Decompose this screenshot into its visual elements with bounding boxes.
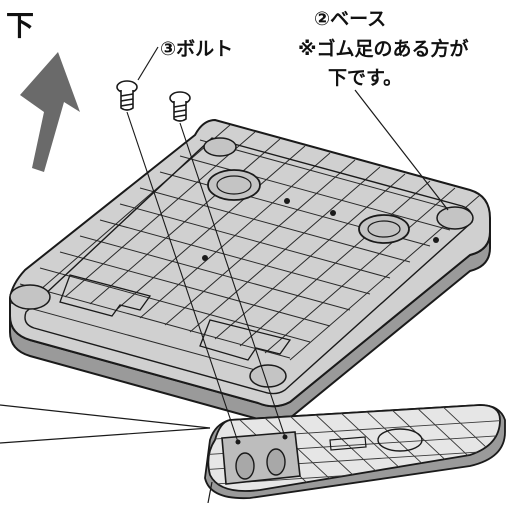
bolt-label: ③ボルト [160, 38, 234, 60]
base-plate [9, 118, 491, 408]
rubber-feet-note-line1: ※ゴム足のある方が [298, 38, 469, 60]
stand-base [204, 404, 506, 500]
up-arrow-icon [20, 52, 80, 172]
down-direction-label: 下 [6, 9, 35, 42]
bolt-icon [169, 91, 191, 122]
base-label: ②ベース [314, 8, 387, 30]
leader-lines [0, 46, 449, 504]
bolt-guide-lines [126, 111, 286, 443]
bolt-icon [116, 80, 138, 111]
rubber-feet-note-line2: 下です。 [328, 67, 403, 89]
